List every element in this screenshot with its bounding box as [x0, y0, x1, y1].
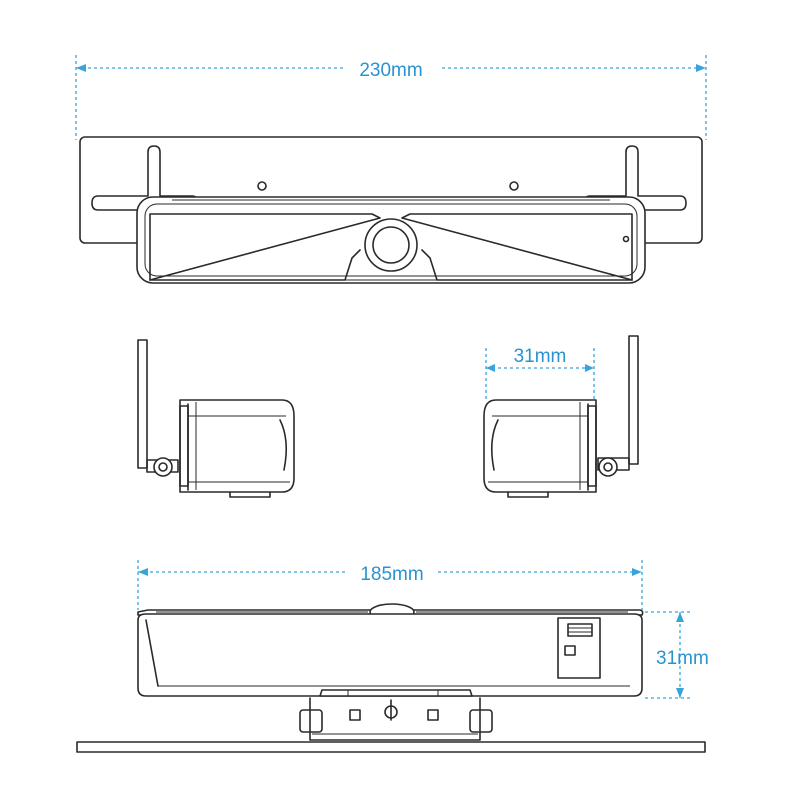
antenna-left [137, 339, 148, 469]
arrow-left [138, 568, 148, 576]
mount-frame [309, 697, 481, 741]
side-view-left [137, 339, 295, 498]
body-top-left-edge [145, 619, 159, 687]
face-panel-right [401, 213, 633, 281]
indicator-led-icon [622, 235, 630, 243]
arrow-top [676, 612, 684, 622]
arrow-left [76, 64, 86, 72]
arrow-right [585, 364, 594, 372]
body-top [137, 613, 643, 697]
knob-right-inner [603, 462, 613, 472]
mount-clip-right [427, 709, 439, 721]
mounting-plate-edge [76, 741, 706, 753]
dimension-top-width: 230mm [75, 55, 707, 140]
body-right-lens [490, 419, 499, 471]
body-left-foot [229, 491, 271, 498]
mount-hole-right [509, 181, 519, 191]
label-bg [343, 56, 439, 80]
dimension-label-top-width: 230mm [359, 60, 422, 81]
front-view-camera [79, 136, 703, 284]
connector-button-icon [564, 645, 576, 656]
camera-face [144, 203, 638, 277]
knob-left-icon [153, 457, 173, 477]
dimension-label-side-depth: 31mm [514, 346, 567, 367]
mount-base-ticks [347, 690, 439, 696]
mount-foot-right [469, 709, 493, 733]
knob-left-inner [158, 462, 168, 472]
side-view-right: 31mm [483, 335, 639, 498]
body-left-lens [279, 419, 288, 471]
connector-port-icon [567, 623, 593, 637]
mount-hole-left [257, 181, 267, 191]
arrow-right [632, 568, 642, 576]
arrow-left [486, 364, 495, 372]
label-bg [348, 560, 436, 584]
mount-clip-left [349, 709, 361, 721]
arrow-bottom [676, 688, 684, 698]
body-right [483, 399, 597, 493]
lens-icon [372, 226, 410, 264]
dimension-bottom-width: 185mm [137, 560, 643, 610]
dimension-label-bottom-width: 185mm [360, 564, 423, 585]
dimension-bottom-height: 31mm [645, 611, 709, 699]
knob-right-icon [598, 457, 618, 477]
face-panel-left [149, 213, 381, 281]
top-view-camera [76, 603, 706, 753]
mount-base-top [319, 689, 473, 697]
dimension-label-bottom-height: 31mm [656, 648, 709, 669]
antenna-right [628, 335, 639, 465]
body-left [179, 399, 295, 493]
dimension-side-depth: 31mm [485, 346, 595, 400]
arrow-right [696, 64, 706, 72]
body-right-foot [507, 491, 549, 498]
mount-foot-left [299, 709, 323, 733]
bracket-arm-right [597, 457, 630, 471]
